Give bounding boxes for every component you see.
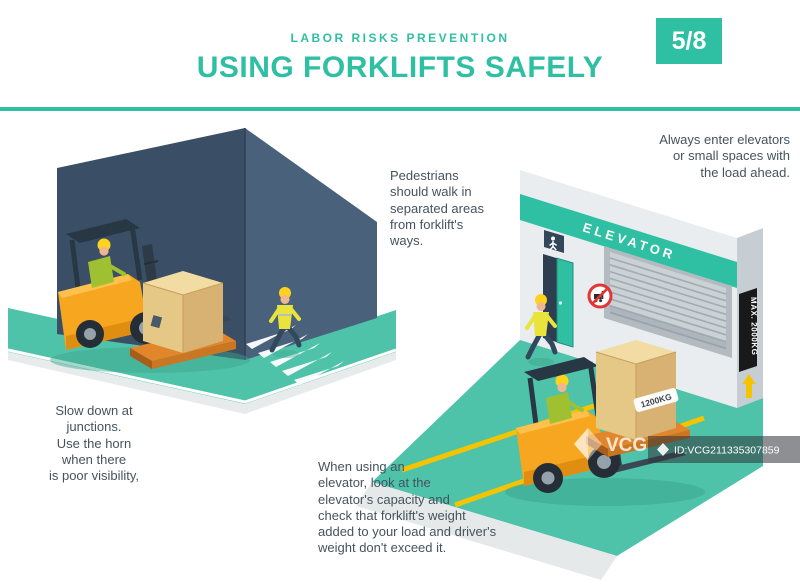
max-load-sign: MAX. 2000KG bbox=[739, 288, 759, 372]
header-divider bbox=[0, 107, 800, 111]
crate bbox=[142, 271, 224, 353]
watermark-logo-text: VCG bbox=[606, 435, 647, 456]
page-badge: 5/8 bbox=[656, 18, 722, 64]
crate: 1200KG bbox=[595, 340, 679, 440]
note-elevator-capacity-rule: When using an elevator, look at the elev… bbox=[318, 459, 497, 556]
roller-shutter bbox=[604, 246, 732, 358]
rear-wheel-hub bbox=[84, 328, 96, 340]
watermark: VCG ID:VCG211335307859 bbox=[574, 428, 800, 463]
arms bbox=[269, 307, 301, 323]
sign-person-body bbox=[549, 240, 557, 251]
face bbox=[280, 295, 290, 304]
vest bbox=[277, 305, 293, 329]
helmet bbox=[535, 294, 547, 306]
elevator-banner bbox=[520, 194, 737, 288]
floor-shadow-strip bbox=[8, 352, 396, 414]
no-forklift-sign bbox=[587, 283, 613, 309]
vest bbox=[533, 312, 549, 336]
legs bbox=[269, 324, 302, 353]
canopy-posts bbox=[69, 224, 143, 297]
kicker: LABOR RISKS PREVENTION bbox=[290, 31, 510, 45]
watermark-small-diamond-icon bbox=[657, 443, 669, 456]
note-slow-down-rule: Slow down at junctions. Use the horn whe… bbox=[48, 403, 140, 483]
pedestrian-shadow bbox=[273, 350, 299, 358]
door-handle bbox=[558, 301, 563, 305]
front-wheel-hub bbox=[597, 455, 611, 469]
rear-wheel-hub bbox=[541, 471, 555, 485]
door-panel bbox=[556, 257, 574, 348]
note-enter-elevator-rule: Always enter elevators or small spaces w… bbox=[659, 132, 790, 180]
helmet bbox=[279, 287, 291, 299]
floor-apron bbox=[356, 482, 617, 580]
forklift-left bbox=[50, 219, 250, 373]
face bbox=[536, 302, 546, 311]
canopy-roof bbox=[66, 219, 140, 243]
arms bbox=[525, 314, 557, 330]
pedestrian-left bbox=[269, 287, 302, 358]
sign-person-head bbox=[551, 236, 555, 241]
forklift-right: 1200KG bbox=[505, 340, 705, 506]
driver-face bbox=[99, 246, 109, 256]
walkway-edge-line bbox=[7, 348, 397, 404]
watermark-id-text: ID:VCG211335307859 bbox=[674, 445, 780, 457]
left-scene bbox=[7, 128, 397, 414]
prohibition-slash bbox=[591, 287, 609, 305]
driver bbox=[546, 374, 584, 424]
watermark-logo: VCG bbox=[574, 428, 647, 460]
watermark-id-bar: ID:VCG211335307859 bbox=[648, 436, 800, 463]
driver bbox=[88, 238, 126, 288]
canopy-roof bbox=[524, 357, 598, 381]
note-pedestrian-rule: Pedestrians should walk in separated are… bbox=[390, 168, 484, 248]
driver-arm bbox=[566, 400, 584, 412]
header: LABOR RISKS PREVENTION USING FORKLIFTS S… bbox=[0, 0, 800, 112]
pedestrian-right bbox=[525, 294, 558, 366]
driver-arm bbox=[108, 264, 126, 276]
service-doorway bbox=[543, 254, 574, 348]
wall-right-face bbox=[245, 128, 377, 360]
driver-vest bbox=[88, 256, 114, 288]
crate-sticker bbox=[150, 315, 163, 329]
driver-vest bbox=[546, 392, 572, 424]
pedestrian-shadow bbox=[528, 358, 554, 366]
shutter-bottom-shade bbox=[610, 306, 726, 350]
right-scene: ELEVATOR bbox=[356, 170, 763, 580]
legs bbox=[525, 331, 558, 360]
up-arrow-marking bbox=[742, 374, 756, 398]
page-title: USING FORKLIFTS SAFELY bbox=[196, 51, 604, 84]
max-load-label: MAX. 2000KG bbox=[749, 297, 759, 356]
pedestrian-sign bbox=[544, 230, 564, 253]
driver-face bbox=[557, 382, 567, 393]
